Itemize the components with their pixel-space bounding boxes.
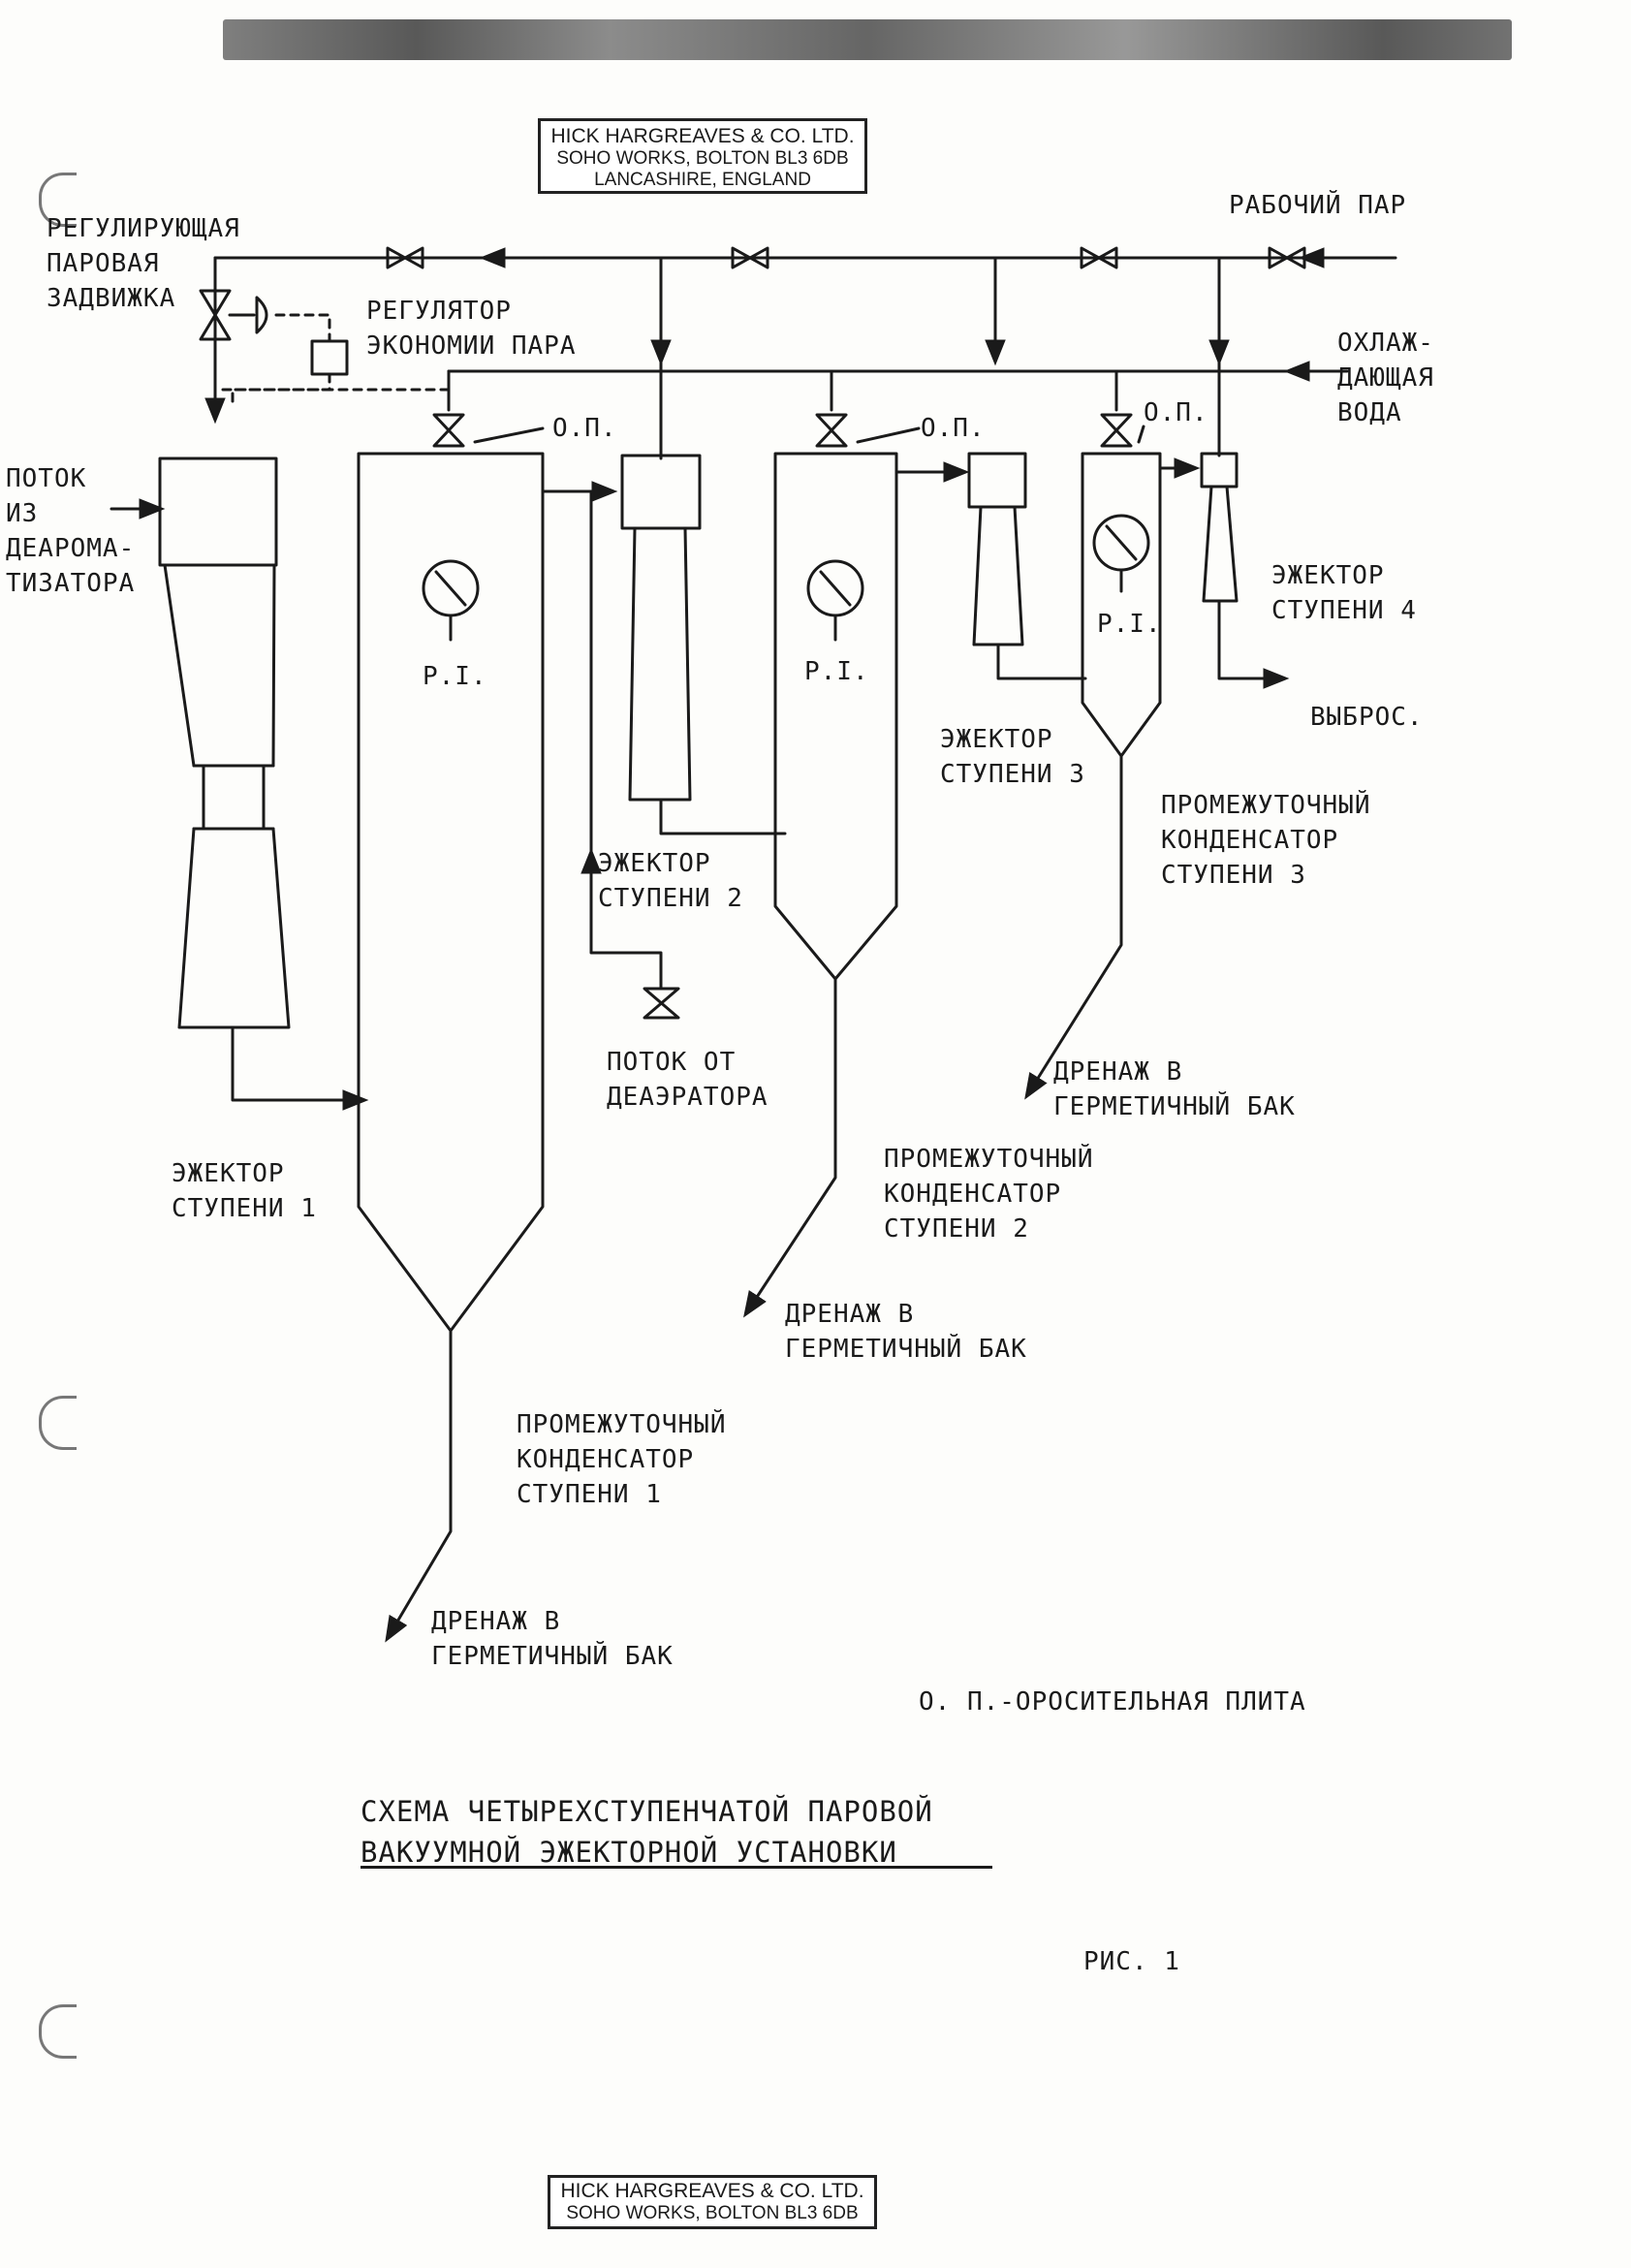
condenser-stage-3 bbox=[1024, 452, 1201, 1100]
label-drain-2: ДРЕНАЖ В ГЕРМЕТИЧНЫЙ БАК bbox=[785, 1300, 1027, 1364]
scan-edge-shadow bbox=[223, 19, 1512, 60]
title-underline bbox=[361, 1866, 992, 1869]
label-regulating-valve: РЕГУЛИРУЮЩАЯ ПАРОВАЯ ЗАДВИЖКА bbox=[47, 214, 240, 313]
stamp-line: HICK HARGREAVES & CO. LTD. bbox=[560, 2180, 864, 2202]
stamp-line: LANCASHIRE, ENGLAND bbox=[594, 169, 811, 190]
stamp-line: HICK HARGREAVES & CO. LTD. bbox=[550, 125, 855, 147]
label-pressure-indicator-3: P.I. bbox=[1097, 610, 1162, 639]
label-condenser-stage-2: ПРОМЕЖУТОЧНЫЙ КОНДЕНСАТОР СТУПЕНИ 2 bbox=[884, 1145, 1094, 1244]
label-ejector-stage-3: ЭЖЕКТОР СТУПЕНИ 3 bbox=[940, 725, 1085, 789]
label-drain-3: ДРЕНАЖ В ГЕРМЕТИЧНЫЙ БАК bbox=[1053, 1057, 1296, 1121]
label-spray-plate-3: О.П. bbox=[1144, 398, 1208, 427]
company-stamp-top: HICK HARGREAVES & CO. LTD. SOHO WORKS, B… bbox=[538, 118, 867, 194]
header-valve bbox=[386, 246, 1306, 269]
label-spray-plate-1: О.П. bbox=[552, 414, 617, 443]
punch-hole bbox=[39, 2004, 77, 2059]
punch-hole bbox=[39, 173, 77, 227]
stamp-line: SOHO WORKS, BOLTON BL3 6DB bbox=[556, 148, 849, 170]
label-cooling-water: ОХЛАЖ- ДАЮЩАЯ ВОДА bbox=[1337, 329, 1434, 427]
ejector-stage-4 bbox=[1200, 452, 1290, 689]
label-steam-regulator: РЕГУЛЯТОР ЭКОНОМИИ ПАРА bbox=[366, 297, 577, 361]
label-condenser-stage-3: ПРОМЕЖУТОЧНЫЙ КОНДЕНСАТОР СТУПЕНИ 3 bbox=[1161, 791, 1371, 890]
label-spray-plate-2: О.П. bbox=[921, 414, 986, 443]
figure-number: РИС. 1 bbox=[1083, 1947, 1180, 1976]
spray-plate-valve bbox=[432, 413, 1145, 448]
legend-spray-plate: О. П.-ОРОСИТЕЛЬНАЯ ПЛИТА bbox=[919, 1687, 1306, 1717]
label-pressure-indicator-2: P.I. bbox=[804, 657, 869, 686]
label-ejector-stage-2: ЭЖЕКТОР СТУПЕНИ 2 bbox=[598, 849, 743, 913]
label-pressure-indicator-1: P.I. bbox=[423, 662, 487, 691]
stamp-line: SOHO WORKS, BOLTON BL3 6DB bbox=[566, 2203, 859, 2224]
label-ejector-stage-4: ЭЖЕКТОР СТУПЕНИ 4 bbox=[1271, 561, 1417, 625]
label-drain-1: ДРЕНАЖ В ГЕРМЕТИЧНЫЙ БАК bbox=[431, 1607, 674, 1671]
cooling-water-header bbox=[221, 361, 1349, 412]
label-flow-from-deaerator: ПОТОК ОТ ДЕАЭРАТОРА bbox=[607, 1048, 768, 1112]
company-stamp-bottom: HICK HARGREAVES & CO. LTD. SOHO WORKS, B… bbox=[548, 2175, 877, 2229]
ejector-stage-2 bbox=[580, 454, 787, 1020]
label-working-steam: РАБОЧИЙ ПАР bbox=[1229, 191, 1407, 220]
condenser-stage-1 bbox=[357, 452, 618, 1643]
label-ejector-stage-1: ЭЖЕКТОР СТУПЕНИ 1 bbox=[172, 1159, 317, 1223]
label-discharge: ВЫБРОС. bbox=[1310, 703, 1424, 732]
steam-header-line bbox=[204, 247, 1397, 460]
punch-hole bbox=[39, 1396, 77, 1450]
diagram-title: СХЕМА ЧЕТЫРЕХСТУПЕНЧАТОЙ ПАРОВОЙ ВАКУУМН… bbox=[361, 1795, 933, 1869]
label-flow-from-dearomatizer: ПОТОК ИЗ ДЕАРОМА- ТИЗАТОРА bbox=[6, 464, 136, 598]
label-condenser-stage-1: ПРОМЕЖУТОЧНЫЙ КОНДЕНСАТОР СТУПЕНИ 1 bbox=[517, 1410, 727, 1509]
condenser-stage-2 bbox=[743, 452, 970, 1318]
ejector-stage-3 bbox=[967, 452, 1087, 680]
ejector-stage-1 bbox=[110, 457, 369, 1111]
